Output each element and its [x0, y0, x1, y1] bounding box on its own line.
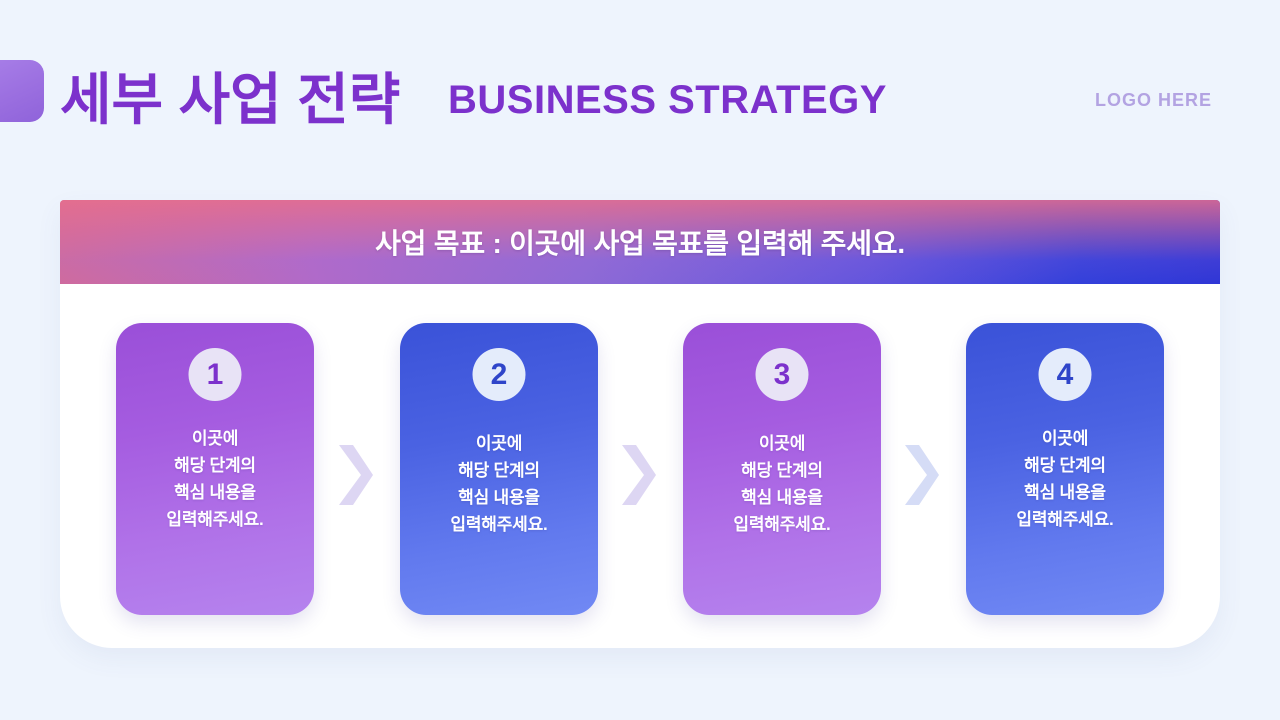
step-number-badge-3: 3: [755, 348, 809, 401]
chevron-right-icon-3: [903, 444, 941, 506]
step-number-badge-2: 2: [472, 348, 526, 401]
step-card-1[interactable]: 1 이곳에 해당 단계의 핵심 내용을 입력해주세요.: [116, 323, 314, 615]
page-title-korean: 세부 사업 전략: [60, 68, 401, 131]
objective-banner: 사업 목표 : 이곳에 사업 목표를 입력해 주세요.: [60, 200, 1220, 284]
step-body-text-4: 이곳에 해당 단계의 핵심 내용을 입력해주세요.: [1016, 429, 1114, 529]
step-number-badge-4: 4: [1038, 348, 1092, 401]
step-card-2[interactable]: 2 이곳에 해당 단계의 핵심 내용을 입력해주세요.: [400, 323, 598, 615]
logo-placeholder: LOGO HERE: [1094, 90, 1212, 110]
step-body-text-3: 이곳에 해당 단계의 핵심 내용을 입력해주세요.: [733, 434, 831, 534]
step-body-text-2: 이곳에 해당 단계의 핵심 내용을 입력해주세요.: [450, 434, 548, 534]
header-accent-bar: [0, 60, 44, 122]
chevron-right-icon-1: [337, 444, 375, 506]
content-panel: 사업 목표 : 이곳에 사업 목표를 입력해 주세요. 1 이곳에 해당 단계의…: [60, 200, 1220, 648]
steps-row: 1 이곳에 해당 단계의 핵심 내용을 입력해주세요. 2 이곳에 해당 단계의…: [60, 284, 1220, 648]
step-card-4[interactable]: 4 이곳에 해당 단계의 핵심 내용을 입력해주세요.: [966, 323, 1164, 615]
step-number-badge-1: 1: [188, 348, 242, 401]
step-body-text-1: 이곳에 해당 단계의 핵심 내용을 입력해주세요.: [166, 429, 264, 529]
chevron-right-icon-2: [620, 444, 658, 506]
page-title-english: BUSINESS STRATEGY: [448, 78, 887, 122]
slide-header: 세부 사업 전략 BUSINESS STRATEGY LOGO HERE: [0, 52, 1280, 148]
objective-banner-text: 사업 목표 : 이곳에 사업 목표를 입력해 주세요.: [375, 228, 905, 259]
step-card-3[interactable]: 3 이곳에 해당 단계의 핵심 내용을 입력해주세요.: [683, 323, 881, 615]
